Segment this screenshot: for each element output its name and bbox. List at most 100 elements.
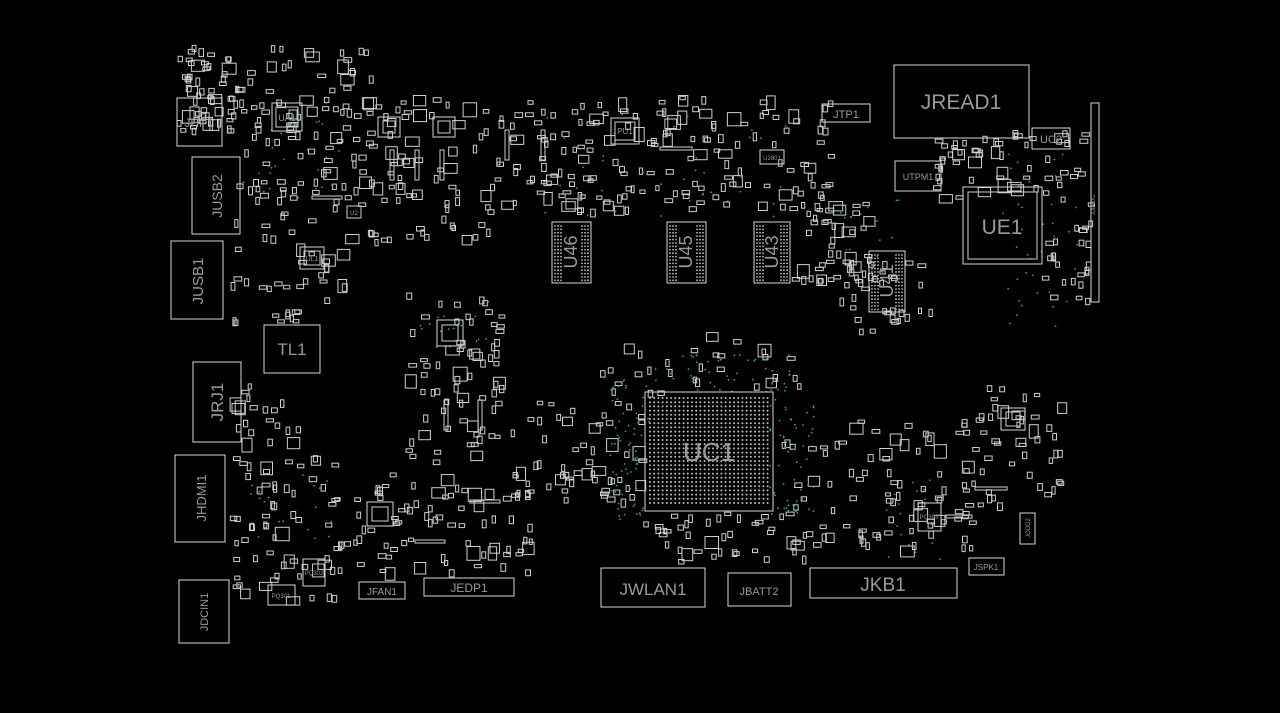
ball bbox=[670, 434, 672, 437]
ball bbox=[745, 405, 748, 408]
ball bbox=[720, 405, 723, 408]
component-pq301[interactable]: PQ301 bbox=[267, 584, 296, 606]
ball bbox=[895, 301, 897, 304]
component-jrj1[interactable]: JRJ1 bbox=[192, 361, 242, 443]
via bbox=[764, 367, 767, 370]
component-u43[interactable]: U43 bbox=[753, 221, 791, 284]
ball bbox=[678, 489, 681, 492]
component-jhp1[interactable]: JHP1 bbox=[176, 97, 223, 147]
passive-part bbox=[732, 175, 743, 188]
ball bbox=[674, 434, 677, 437]
passive-part bbox=[1046, 424, 1053, 432]
component-u2801[interactable]: U2801 bbox=[759, 149, 785, 165]
component-u45[interactable]: U45 bbox=[666, 221, 707, 284]
ball bbox=[759, 259, 761, 261]
ball bbox=[682, 418, 685, 420]
component-jusb2[interactable]: JUSB2 bbox=[191, 156, 241, 235]
component-jdebug[interactable]: JDEBUG bbox=[1090, 102, 1100, 303]
passive-part bbox=[542, 435, 547, 444]
passive-part bbox=[201, 113, 207, 120]
ball bbox=[780, 269, 782, 272]
component-pq303[interactable]: PQ303 bbox=[917, 502, 942, 532]
component-ua1[interactable]: UA1 bbox=[271, 102, 303, 132]
passive-part bbox=[177, 55, 183, 63]
ball bbox=[657, 451, 660, 454]
ball bbox=[712, 489, 714, 492]
passive-part bbox=[495, 329, 505, 334]
component-pu1[interactable]: PU1 bbox=[610, 117, 640, 145]
passive-part bbox=[588, 423, 601, 434]
ball bbox=[745, 468, 748, 471]
component-u2[interactable]: U2 bbox=[346, 205, 362, 219]
passive-part bbox=[255, 186, 261, 193]
ball bbox=[766, 405, 769, 408]
ball bbox=[649, 397, 651, 399]
ball bbox=[587, 235, 589, 238]
ball bbox=[707, 493, 710, 496]
via bbox=[892, 500, 894, 502]
passive-part bbox=[458, 505, 465, 512]
component-u41[interactable]: U41 bbox=[868, 250, 906, 313]
component-jtp1[interactable]: JTP1 bbox=[821, 103, 871, 123]
passive-part bbox=[323, 158, 333, 164]
ball bbox=[672, 238, 674, 241]
passive-part bbox=[975, 417, 984, 423]
passive-part bbox=[818, 277, 823, 286]
component-jdcin1[interactable]: JDCIN1 bbox=[178, 579, 230, 644]
component-jspk1[interactable]: JSPK1 bbox=[968, 557, 1005, 576]
component-pq302[interactable]: PQ302 bbox=[302, 558, 326, 587]
via bbox=[1010, 167, 1012, 170]
passive-part bbox=[806, 210, 811, 218]
via bbox=[641, 405, 644, 407]
component-jbatt2[interactable]: JBATT2 bbox=[727, 572, 792, 607]
ball bbox=[554, 248, 556, 251]
passive-part bbox=[577, 207, 585, 214]
via bbox=[632, 505, 635, 507]
ball bbox=[661, 497, 664, 500]
ball bbox=[702, 228, 704, 231]
component-jhdmi1[interactable]: JHDMI1 bbox=[174, 454, 226, 543]
ball bbox=[670, 497, 672, 500]
passive-part bbox=[447, 492, 454, 499]
passive-part bbox=[772, 114, 780, 121]
component-jread1[interactable]: JREAD1 bbox=[893, 64, 1030, 139]
ball bbox=[665, 455, 668, 458]
component-jwlan1[interactable]: JWLAN1 bbox=[600, 567, 706, 608]
component-jusb1[interactable]: JUSB1 bbox=[170, 240, 224, 320]
component-tl1[interactable]: TL1 bbox=[263, 324, 321, 374]
component-jkb1[interactable]: JKB1 bbox=[809, 567, 958, 599]
passive-part bbox=[296, 243, 306, 257]
via bbox=[691, 377, 694, 380]
ball bbox=[653, 401, 656, 404]
passive-part bbox=[225, 56, 232, 62]
passive-part bbox=[1057, 402, 1068, 414]
ball bbox=[653, 413, 656, 416]
ball bbox=[724, 422, 727, 425]
component-utpm1[interactable]: UTPM1 bbox=[894, 160, 942, 192]
component-ue1[interactable]: UE1 bbox=[962, 186, 1043, 265]
ball bbox=[901, 294, 903, 297]
passive-part bbox=[821, 219, 829, 226]
ball bbox=[649, 472, 651, 475]
passive-part bbox=[867, 454, 874, 463]
passive-part bbox=[234, 400, 246, 416]
ball bbox=[554, 228, 556, 231]
ball bbox=[762, 451, 765, 454]
passive-part bbox=[855, 476, 864, 482]
via bbox=[1051, 222, 1054, 225]
component-jfan1[interactable]: JFAN1 bbox=[358, 581, 406, 600]
via bbox=[1018, 299, 1021, 302]
ball bbox=[762, 248, 764, 251]
passive-part bbox=[346, 108, 353, 118]
via bbox=[772, 202, 775, 205]
component-jodd2[interactable]: JODD2 bbox=[1019, 512, 1036, 545]
passive-part bbox=[391, 516, 399, 520]
ball bbox=[737, 401, 740, 404]
component-uc1[interactable]: UC1 bbox=[644, 391, 774, 512]
ball bbox=[901, 254, 903, 256]
component-uc2[interactable]: UC2 bbox=[1031, 127, 1071, 150]
component-u46[interactable]: U46 bbox=[551, 221, 592, 284]
component-ul1[interactable]: UL1 bbox=[299, 246, 325, 270]
ball bbox=[665, 464, 668, 467]
component-jedp1[interactable]: JEDP1 bbox=[423, 577, 515, 597]
